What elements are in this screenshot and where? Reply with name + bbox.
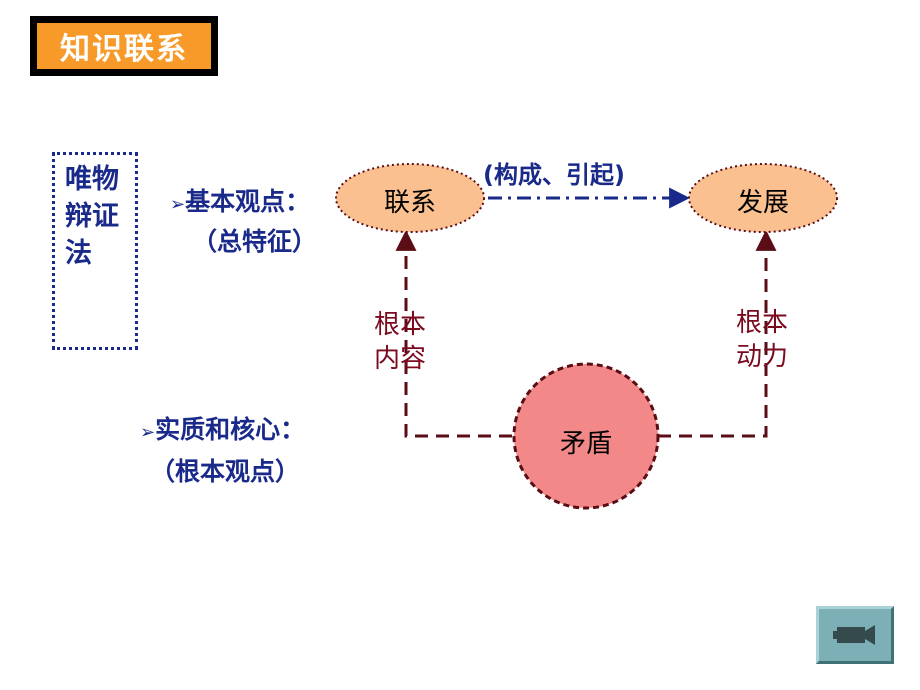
development-ellipse <box>688 163 838 233</box>
title-box: 知识联系 <box>30 16 218 76</box>
node-link: 联系 <box>383 188 436 218</box>
basic-view-label: 基本观点： <box>185 187 311 216</box>
core-view-label-row: ➢实质和核心： <box>140 410 305 446</box>
page-title: 知识联系 <box>37 23 211 69</box>
core-view-label: 实质和核心： <box>155 415 306 444</box>
core-view-sub: （根本观点） <box>150 457 301 486</box>
node-contradiction: 矛盾 <box>559 429 612 459</box>
side-label-box: 唯物辩证法 <box>52 152 138 350</box>
basic-view-label-row: ➢基本观点： <box>170 182 310 218</box>
left-dashed-path <box>395 229 512 438</box>
contradiction-circle <box>512 362 660 510</box>
node-development: 发展 <box>736 188 789 218</box>
side-label: 唯物辩证法 <box>65 164 119 269</box>
link-ellipse <box>335 163 485 233</box>
video-camera-icon <box>833 625 875 645</box>
arrow-bullet-icon: ➢ <box>170 194 186 215</box>
right-path-label: 根本动力 <box>735 308 788 372</box>
left-path-label: 根本内容 <box>373 310 426 374</box>
top-arrow-label: (构成、引起) <box>483 161 625 189</box>
arrow-bullet-icon: ➢ <box>140 422 156 443</box>
basic-view-sub: （总特征） <box>192 227 318 256</box>
right-dashed-path <box>658 229 777 438</box>
video-camera-button[interactable] <box>816 606 894 664</box>
